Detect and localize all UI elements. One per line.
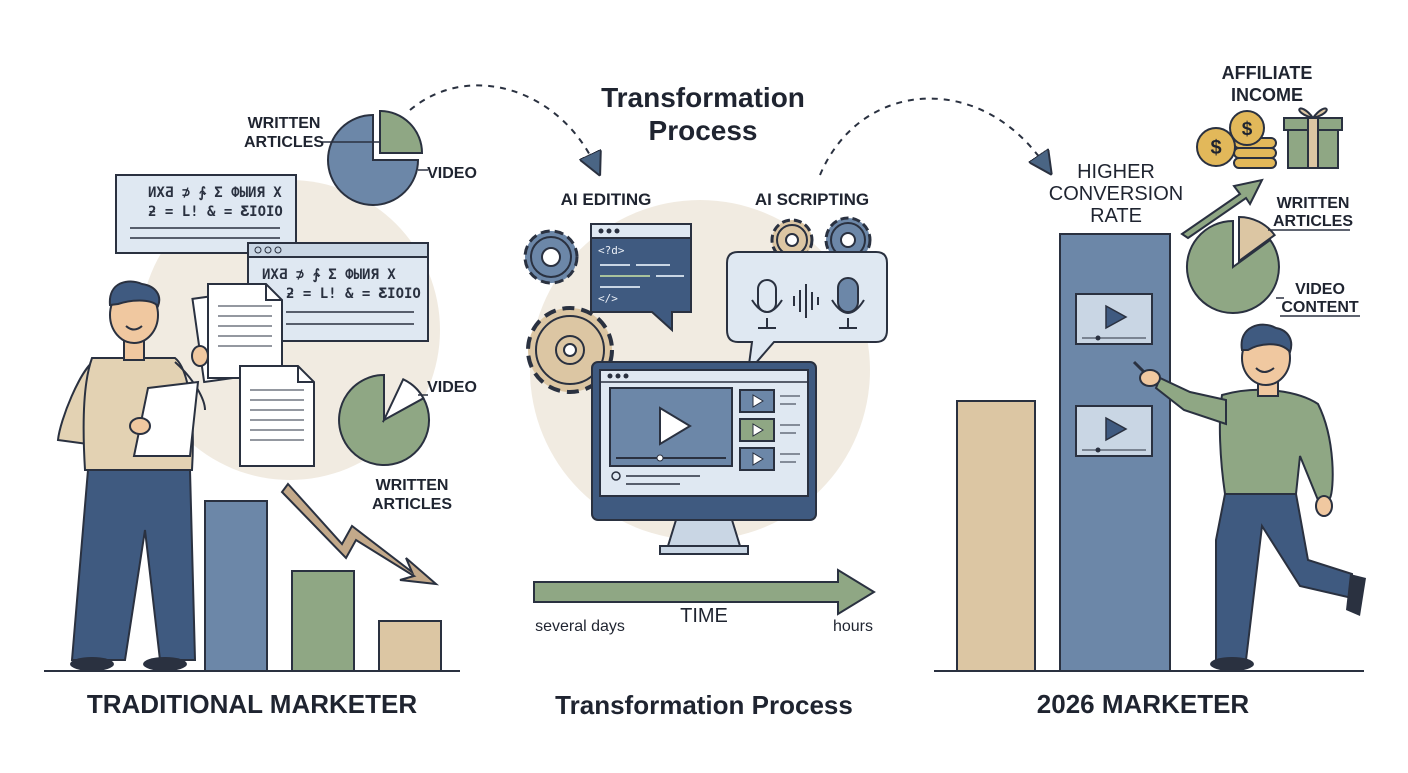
code-editor-window: <?d> </>	[590, 223, 692, 333]
microphone-icon-left	[751, 279, 783, 329]
right-pie-label-1: WRITTEN	[1277, 195, 1350, 212]
top-title-line1: Transformation	[601, 82, 805, 113]
top-title-line2: Process	[649, 115, 758, 146]
doc1-glyph-line1: ИXƋ ⊅ ∱ Σ ФЫИЯ Χ	[148, 185, 282, 201]
affiliate-income-line1: AFFILIATE	[1222, 63, 1313, 83]
higher-conversion-line3: RATE	[1090, 205, 1142, 227]
left-bar-2	[291, 570, 355, 672]
doc2-glyph-line1: ИXƋ ⊅ ∱ Σ ФЫИЯ Χ	[262, 267, 396, 283]
section-title-transformation: Transformation Process	[555, 690, 853, 720]
play-icon-thumb-1	[752, 394, 764, 408]
play-icon-right-1	[1105, 304, 1128, 330]
time-label: TIME	[680, 605, 728, 627]
play-icon-thumb-3	[752, 452, 764, 466]
left-pie-bottom-label-1: VIDEO	[427, 379, 477, 396]
glyph-document-card-2: ИXƋ ⊅ ∱ Σ ФЫИЯ Χ ƻ = L! & = ƸIOIO	[247, 242, 429, 342]
dollar-icon-front: $	[1210, 137, 1221, 159]
section-title-traditional: TRADITIONAL MARKETER	[87, 689, 418, 719]
dollar-icon-back: $	[1242, 119, 1253, 140]
left-pie-top	[322, 109, 428, 206]
code-close-tag: </>	[598, 292, 618, 305]
code-tag: <?d>	[598, 244, 625, 257]
monitor-video-editor	[591, 361, 817, 555]
gear-icon-scripting-left	[770, 218, 814, 262]
left-bar-3	[378, 620, 442, 672]
play-icon-right-2	[1105, 416, 1128, 442]
affiliate-income-line2: INCOME	[1231, 85, 1303, 105]
play-icon-thumb-2	[752, 423, 764, 437]
left-pie-bottom-label-3: ARTICLES	[372, 496, 452, 513]
audio-speech-bubble	[726, 251, 888, 376]
time-arrow	[533, 568, 876, 616]
gear-icon-editing	[523, 229, 579, 285]
video-thumbnail-2	[1075, 405, 1153, 457]
rising-trend-arrow	[1180, 178, 1264, 240]
play-icon-main	[659, 406, 692, 446]
glyph-document-card-1: ИXƋ ⊅ ∱ Σ ФЫИЯ Χ ƻ = L! & = ƸIOIO	[115, 174, 297, 254]
video-thumbnail-1	[1075, 293, 1153, 345]
right-pie-label-4: CONTENT	[1281, 299, 1359, 316]
doc1-glyph-line2: ƻ = L! & = ƸIOIO	[148, 204, 283, 220]
section-title-2026: 2026 MARKETER	[1037, 689, 1250, 719]
left-bar-1	[204, 500, 268, 672]
higher-conversion-line1: HIGHER	[1077, 161, 1155, 183]
modern-marketer-person	[1132, 323, 1366, 671]
left-bar-chart	[44, 500, 460, 672]
ai-scripting-label: AI SCRIPTING	[755, 190, 869, 209]
microphone-icon-right	[831, 277, 865, 329]
right-bar-1	[956, 400, 1036, 672]
traditional-marketer-person	[56, 280, 209, 671]
gift-box-icon	[1283, 107, 1343, 169]
left-pie-bottom-label-2: WRITTEN	[376, 477, 449, 494]
left-pie-bottom	[338, 373, 431, 466]
falling-trend-arrow	[280, 482, 440, 586]
time-end-label: hours	[833, 618, 873, 635]
left-pie-top-label-3: VIDEO	[427, 165, 477, 182]
sound-wave-icon	[793, 284, 819, 318]
paper-stack-icon	[191, 283, 315, 467]
dashed-arrow-left	[409, 84, 595, 165]
doc2-glyph-line2: ƻ = L! & = ƸIOIO	[286, 286, 421, 302]
right-pie-label-3: VIDEO	[1295, 281, 1345, 298]
right-pie-label-2: ARTICLES	[1273, 213, 1353, 230]
right-pie	[1185, 215, 1360, 317]
time-start-label: several days	[535, 618, 625, 635]
left-pie-top-label-1: WRITTEN	[248, 115, 321, 132]
coin-stack-icon: $ $	[1196, 110, 1277, 169]
higher-conversion-line2: CONVERSION	[1049, 183, 1183, 205]
ai-editing-label: AI EDITING	[561, 190, 652, 209]
dashed-arrow-right	[819, 97, 1045, 175]
left-pie-top-label-2: ARTICLES	[244, 134, 324, 151]
